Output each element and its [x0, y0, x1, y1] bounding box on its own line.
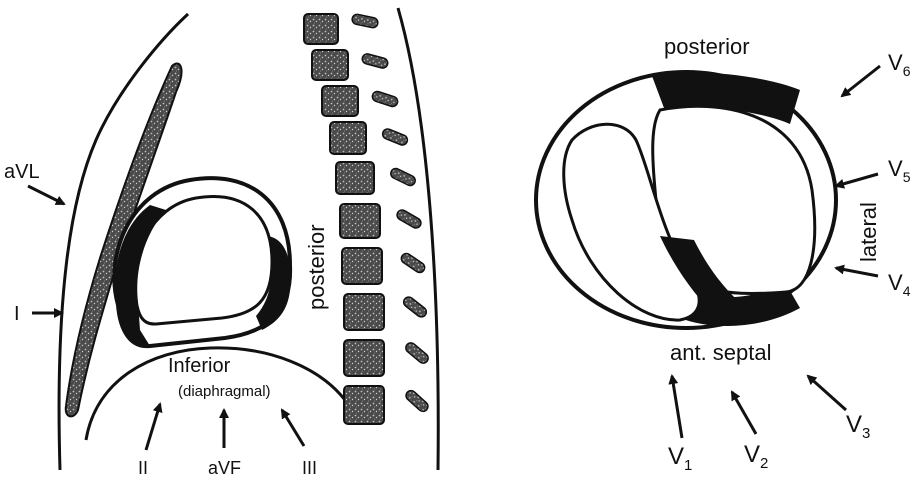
arrow-v3: [808, 376, 846, 410]
label-v4-letter: V: [888, 270, 903, 295]
label-v4: V4: [888, 270, 911, 299]
label-ant-septal: ant. septal: [670, 340, 772, 365]
label-v5-sub: 5: [903, 169, 911, 185]
label-posterior-vertical: posterior: [304, 224, 329, 310]
label-lead-ii: II: [138, 458, 148, 478]
label-v5-letter: V: [888, 156, 903, 181]
arrow-v2: [732, 392, 756, 434]
arrow-v5: [836, 174, 878, 186]
label-lead-i: I: [14, 303, 20, 325]
label-avl: aVL: [4, 161, 40, 183]
label-diaphragmal: (diaphragmal): [178, 383, 271, 400]
label-lead-iii: III: [302, 458, 317, 478]
label-v2-sub: 2: [760, 455, 768, 472]
label-v3-sub: 3: [862, 425, 870, 442]
sagittal-view: aVL I Inferior (diaphragmal) II aVF III …: [4, 8, 438, 478]
transverse-view: posterior lateral ant. septal V6 V5 V4 V…: [536, 34, 911, 474]
arrow-avl: [28, 186, 64, 204]
arrow-lead-ii: [146, 404, 160, 450]
label-v4-sub: 4: [903, 283, 911, 299]
label-v2: V2: [744, 441, 768, 472]
arrow-v4: [836, 268, 878, 276]
label-v3-letter: V: [846, 411, 862, 438]
label-avf: aVF: [208, 458, 241, 478]
arrow-v1: [672, 376, 682, 438]
label-v6-sub: 6: [903, 63, 911, 79]
label-v6: V6: [888, 50, 911, 79]
label-v2-letter: V: [744, 441, 760, 468]
label-v6-letter: V: [888, 50, 903, 75]
label-v3: V3: [846, 411, 870, 442]
label-v1: V1: [668, 443, 692, 474]
label-lateral: lateral: [856, 202, 881, 262]
label-v5: V5: [888, 156, 911, 185]
arrow-lead-iii: [282, 410, 304, 446]
arrow-v6: [842, 66, 880, 96]
label-v1-letter: V: [668, 443, 684, 470]
vertebral-bodies: [304, 14, 384, 424]
label-posterior: posterior: [664, 34, 750, 59]
label-inferior: Inferior: [168, 355, 231, 377]
label-v1-sub: 1: [684, 457, 692, 474]
